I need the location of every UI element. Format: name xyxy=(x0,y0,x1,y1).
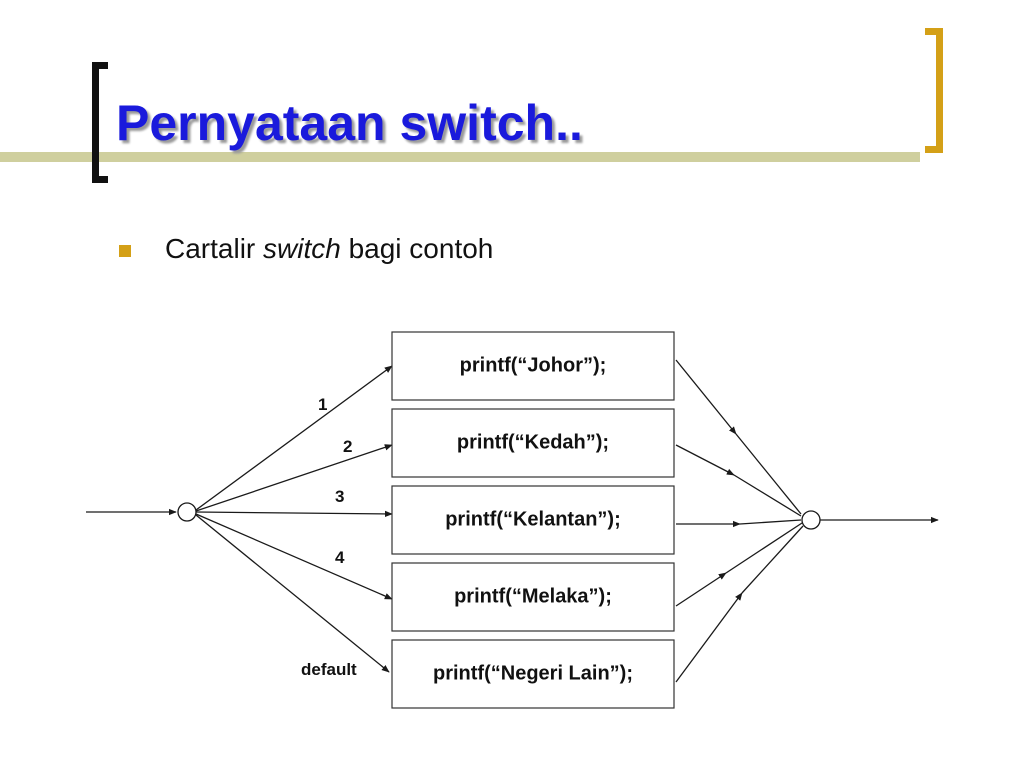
case-label-3: 3 xyxy=(335,487,344,506)
case-label-2: 2 xyxy=(343,437,352,456)
branch-arrow-default xyxy=(195,514,390,673)
branch-arrow-2 xyxy=(195,444,393,512)
case-label-default: default xyxy=(301,660,357,679)
merge-line-johor-b xyxy=(735,433,802,515)
merge-line-kedah-b xyxy=(733,474,802,517)
bullet-text-emphasis: switch xyxy=(263,233,341,264)
case-box-johor xyxy=(391,331,675,401)
bullet-square-icon xyxy=(119,245,131,257)
case-statement-negeri-lain: printf(“Negeri Lain”); xyxy=(433,662,633,684)
case-label-4: 4 xyxy=(335,548,345,567)
bullet-text-prefix: Cartalir xyxy=(165,233,264,264)
title-underline-band xyxy=(0,152,920,162)
branch-arrow-3 xyxy=(195,510,393,518)
case-statement-kedah: printf(“Kedah”); xyxy=(457,431,609,453)
merge-line-melaka-b xyxy=(725,522,803,574)
merge-line-negeri-lain-a xyxy=(675,592,743,683)
case-box-negeri-lain xyxy=(391,639,675,709)
branch-arrow-4 xyxy=(195,513,393,600)
case-statement-kelantan: printf(“Kelantan”); xyxy=(445,508,621,530)
case-box-melaka xyxy=(391,562,675,632)
merge-line-johor-a xyxy=(675,359,737,435)
left-bracket-decoration xyxy=(92,62,108,183)
merge-line-melaka-a xyxy=(675,572,727,607)
branch-node xyxy=(177,502,197,522)
case-box-kedah xyxy=(391,408,675,478)
bullet-item: Cartalir switch bagi contoh xyxy=(165,232,493,266)
case-statement-melaka: printf(“Melaka”); xyxy=(454,585,612,607)
slide-title: Pernyataan switch.. xyxy=(116,95,583,151)
branch-arrow-1 xyxy=(195,365,393,511)
bullet-text-suffix: bagi contoh xyxy=(340,233,494,264)
case-statement-johor: printf(“Johor”); xyxy=(460,354,607,376)
case-box-kelantan xyxy=(391,485,675,555)
merge-line-kedah-a xyxy=(675,444,735,476)
merge-line-kelantan-b xyxy=(739,519,802,525)
right-bracket-decoration xyxy=(925,28,943,153)
case-label-1: 1 xyxy=(318,395,327,414)
merge-node xyxy=(801,510,821,530)
merge-line-negeri-lain-b xyxy=(741,525,804,594)
